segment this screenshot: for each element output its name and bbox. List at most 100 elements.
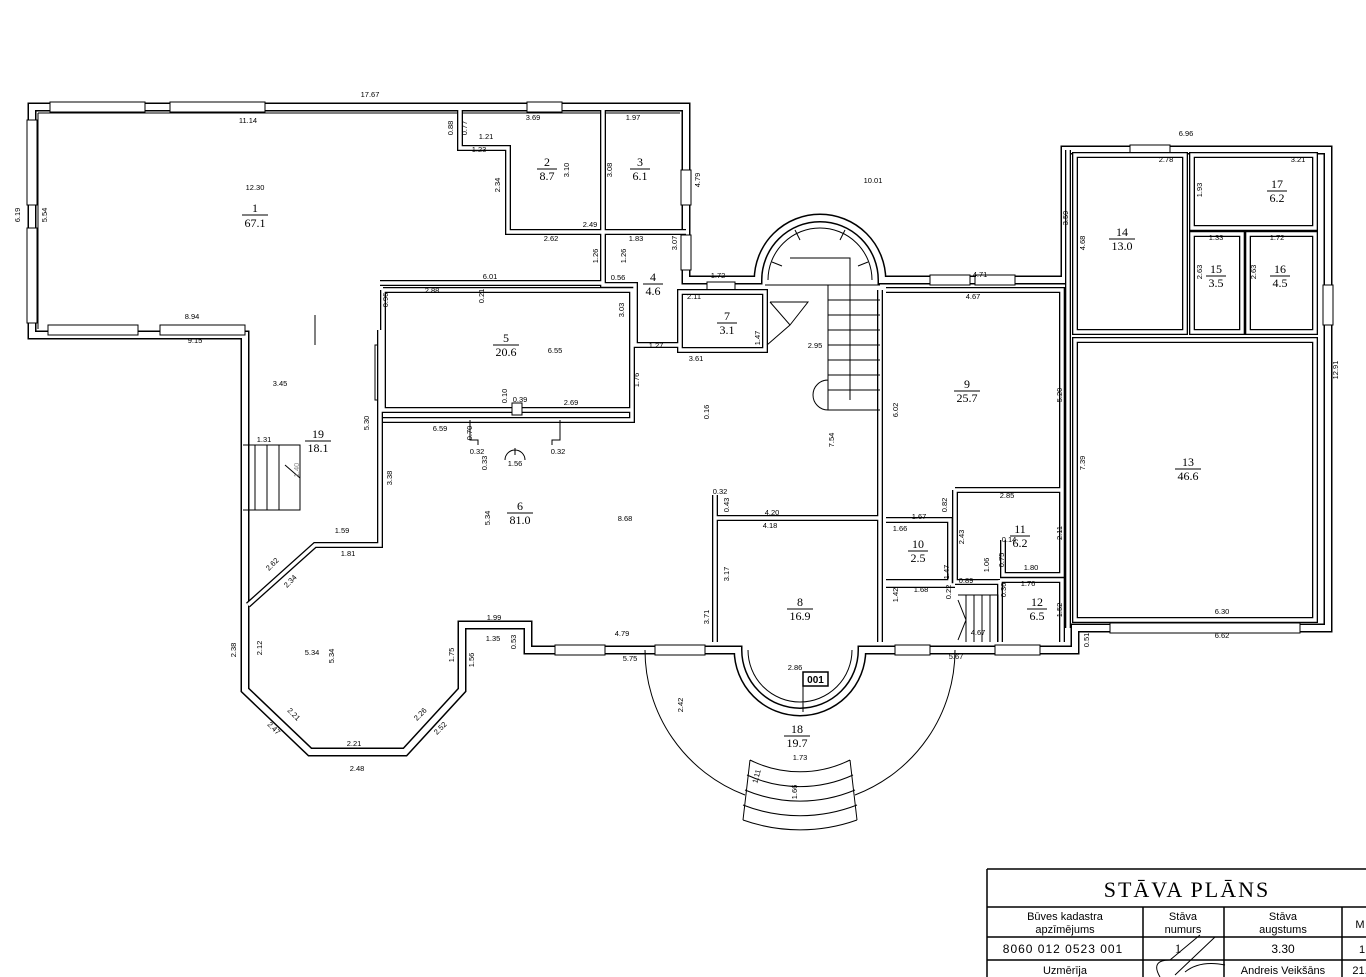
dimension-label: 2.12 (255, 641, 264, 656)
label: 4.6 (646, 284, 661, 298)
dimension-label: 1.93 (1195, 183, 1204, 198)
dimension-label: 2.95 (808, 341, 823, 350)
dimension-label: 1.35 (486, 634, 501, 643)
dimension-label: 2.63 (1249, 265, 1258, 280)
dimension-label: 1.56 (467, 653, 476, 668)
dimension-label: 0.53 (509, 635, 518, 650)
dimension-label: 0.77 (460, 121, 469, 136)
label: 12 (1031, 595, 1043, 609)
dimension-label: 3.71 (702, 610, 711, 625)
label: 1 (252, 201, 258, 215)
dimension-label: 3.61 (689, 354, 704, 363)
label: 6.2 (1270, 191, 1285, 205)
dimension-label: 5.34 (305, 648, 320, 657)
label: 4.5 (1273, 276, 1288, 290)
label: 25.7 (957, 391, 978, 405)
dimension-label: 0.32 (713, 487, 728, 496)
dimension-label: 1.99 (487, 613, 502, 622)
label: 4 (650, 270, 656, 284)
dimension-label: 6.01 (483, 272, 498, 281)
dimension-label: 1.80 (1024, 563, 1039, 572)
dimension-label: 2.86 (788, 663, 803, 672)
room-12: 126.5 (1027, 595, 1047, 623)
dimension-label: 1.26 (619, 249, 628, 264)
dimension-label: 1.76 (632, 373, 641, 388)
dimension-label: 3.03 (617, 303, 626, 318)
dimension-label: 1.21 (479, 132, 494, 141)
dimension-label: 5.20 (1055, 388, 1064, 403)
dimension-label: 6.02 (891, 403, 900, 418)
dimension-label: 6.19 (13, 208, 22, 223)
dimension-label: 4.79 (615, 629, 630, 638)
label: 6.5 (1030, 609, 1045, 623)
label: 3.1 (720, 323, 735, 337)
dimension-label: 0.51 (1082, 633, 1091, 648)
dimension-label: 1.66 (790, 785, 799, 800)
label: 16.9 (790, 609, 811, 623)
dimension-label: 1.56 (508, 459, 523, 468)
dimension-label: 0.56 (611, 273, 626, 282)
dimension-label: 12.30 (246, 183, 265, 192)
dimension-label: 2.21 (347, 739, 362, 748)
label: 8 (797, 595, 803, 609)
label: 19.7 (787, 736, 808, 750)
dimension-label: 7.54 (827, 433, 836, 448)
dimension-label: 0.43 (722, 498, 731, 513)
room-5: 520.6 (493, 331, 519, 359)
label: 18 (791, 722, 803, 736)
floor-height: 3.30 (1271, 942, 1295, 956)
dimension-label: 1.27 (649, 341, 664, 350)
dimension-label: 1.40 (292, 463, 301, 478)
dimension-label: 1.47 (753, 331, 762, 346)
dimension-label: 3.69 (526, 113, 541, 122)
dimension-label: 6.62 (1215, 631, 1230, 640)
dimension-label: 3.08 (605, 163, 614, 178)
room-11: 116.2 (1010, 522, 1030, 550)
dimension-label: 3.38 (385, 471, 394, 486)
dimension-label: 2.26 (412, 706, 429, 723)
label: numurs (1165, 924, 1202, 936)
dimension-label: 2.43 (957, 530, 966, 545)
dimension-label: 2.63 (1195, 265, 1204, 280)
label: 13 (1182, 455, 1194, 469)
dimension-label: 1.11 (750, 768, 762, 784)
room-17: 176.2 (1267, 177, 1287, 205)
dimension-label: 2.69 (564, 398, 579, 407)
dimension-label: 2.62 (544, 234, 559, 243)
surveyor-name: Andreis Veikšāns (1241, 965, 1326, 977)
room-4: 44.6 (643, 270, 663, 298)
dimension-label: 0.32 (551, 447, 566, 456)
label: 6.2 (1013, 536, 1028, 550)
dimension-label: 3.45 (273, 379, 288, 388)
label: 13.0 (1112, 239, 1133, 253)
dimension-label: 1.26 (591, 249, 600, 264)
dimension-label: 2.88 (425, 286, 440, 295)
dimension-label: 1.68 (914, 585, 929, 594)
dimension-label: 7.39 (1078, 456, 1087, 471)
dimension-label: 4.18 (763, 521, 778, 530)
entrance-tag: 001 (807, 675, 824, 686)
label: 15 (1210, 262, 1222, 276)
room-10: 102.5 (908, 537, 928, 565)
label: 46.6 (1178, 469, 1199, 483)
dimension-label: 9.15 (188, 336, 203, 345)
label: 8.7 (540, 169, 555, 183)
dimension-label: 1.47 (942, 565, 951, 580)
room-3: 36.1 (630, 155, 650, 183)
dimension-label: 0.14 (1002, 535, 1017, 544)
dimension-label: 6.96 (1179, 129, 1194, 138)
dimension-label: 1.59 (335, 526, 350, 535)
label: 16 (1274, 262, 1286, 276)
room-labels: 167.1 28.7 36.1 44.6 520.6 681.0 73.1 81… (242, 155, 1290, 750)
dimension-label: 4.71 (973, 270, 988, 279)
secondary-staircase (243, 444, 999, 642)
dimension-label: 0.70 (465, 426, 474, 441)
dimension-label: 4.67 (971, 628, 986, 637)
room-16: 164.5 (1270, 262, 1290, 290)
dimension-label: 1.97 (626, 113, 641, 122)
room-1: 167.1 (242, 201, 268, 230)
dimension-label: 2.42 (676, 698, 685, 713)
dimension-label: 0.16 (702, 405, 711, 420)
